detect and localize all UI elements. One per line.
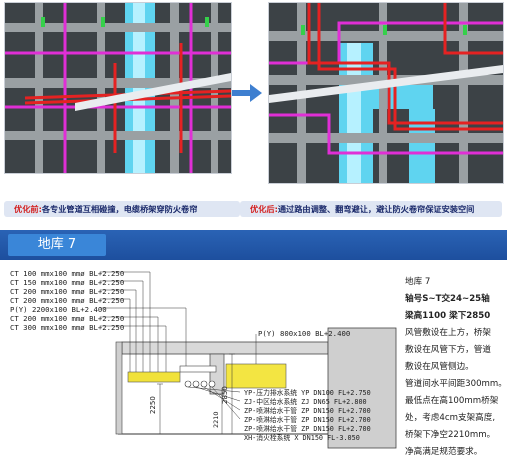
arrow-right-icon — [232, 84, 262, 102]
pipe-label: CT 200 mmx100 mmø BL+2.250 — [10, 287, 125, 296]
pipe-label: ZP-喷淋给水干管 ZP DN150 FL+2.700 — [244, 425, 371, 433]
notes-beam-text: 梁高1100 梁下2850 — [405, 311, 491, 321]
notes-line: 处，考虑4cm支架高度, — [405, 413, 496, 423]
notes-beam: 梁高1100 梁下2850 — [405, 308, 490, 325]
notes-line: 桥架下净空2210mm。 — [405, 430, 496, 440]
notes-title: 地库 7 — [405, 277, 431, 287]
after-caption-text: 通过路由调整、翻弯避让，避让防火卷帘保证安装空间 — [277, 204, 475, 214]
notes-line: 最低点在高100mm桥架 — [405, 396, 499, 406]
pipe-label: CT 200 mmx100 mmø BL+2.250 — [10, 296, 125, 305]
pipe-label: ZJ-中区给水系统 ZJ DN65 FL+2.800 — [244, 398, 367, 406]
dim-left: 2250 — [149, 396, 157, 414]
notes-line: 敷设在风管下方，管道 — [405, 345, 491, 355]
before-caption: 优化前:各专业管道互相碰撞，电缆桥架穿防火卷帘 — [4, 201, 240, 217]
pipe-label: CT 150 mmx100 mmø BL+2.250 — [10, 278, 125, 287]
pipe-label: YP-压力排水系统 YP DN100 FL+2.750 — [244, 389, 371, 397]
after-caption: 优化后:通过路由调整、翻弯避让，避让防火卷帘保证安装空间 — [240, 201, 502, 217]
before-caption-tag: 优化前: — [14, 204, 42, 214]
pipe-label: CT 200 mmx100 mmø BL+2.250 — [10, 314, 125, 323]
before-render-illustration — [5, 3, 231, 173]
after-caption-tag: 优化后: — [250, 204, 278, 214]
notes-line: 敷设在风管侧边。 — [405, 362, 474, 372]
notes-line: 风管敷设在上方，桥架 — [405, 328, 491, 338]
notes-axis-text: 轴号S~T交24~25轴 — [405, 294, 490, 304]
pipe-label: P(Y) 2200x100 BL+2.400 — [10, 305, 107, 314]
notes-line: 管道间水平间距300mm。 — [405, 379, 507, 389]
pipe-label: ZP-喷淋给水干管 ZP DN150 FL+2.700 — [244, 407, 371, 415]
section-drawing: 2250 2850 2210 — [100, 271, 397, 449]
pipe-label: CT 300 mmx100 mmø BL+2.250 — [10, 323, 125, 332]
before-caption-text: 各专业管道互相碰撞，电缆桥架穿防火卷帘 — [41, 204, 198, 214]
section-title: 地库 7 — [8, 234, 106, 256]
pipe-label: CT 100 mmx100 mmø BL+2.250 — [10, 269, 125, 278]
notes-line: 净高满足规范要求。 — [405, 447, 483, 457]
dim-mid: 2850 — [221, 386, 229, 404]
notes-axis: 轴号S~T交24~25轴 — [405, 291, 490, 308]
after-render-illustration — [269, 3, 503, 183]
duct-label: P(Y) 800x100 BL+2.400 — [258, 329, 351, 338]
dim-inner: 2210 — [212, 411, 220, 428]
pipe-label: XH-消火栓系统 X DN150 FL-3.050 — [244, 434, 360, 442]
pipe-label: ZP-喷淋给水干管 ZP DN150 FL+2.700 — [244, 416, 371, 424]
before-render — [4, 2, 232, 174]
after-render — [268, 2, 504, 184]
